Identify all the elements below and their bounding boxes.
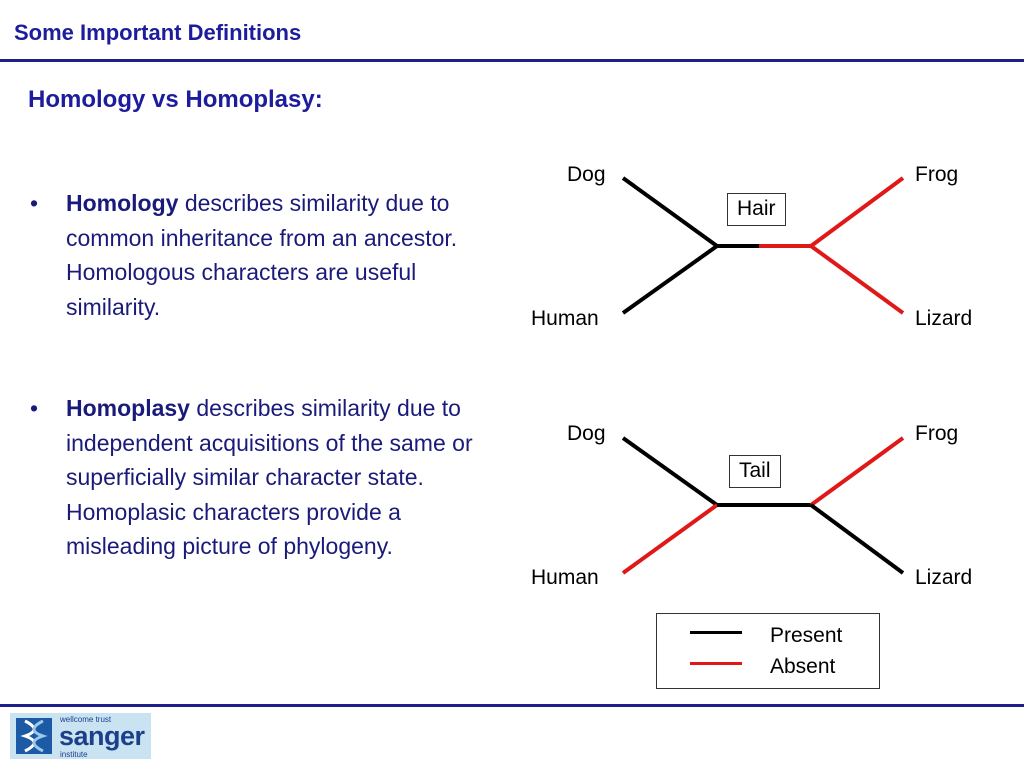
legend-swatch-absent xyxy=(690,662,742,665)
taxon-label-human: Human xyxy=(531,566,599,589)
bullet-text: describes similarity due to independent … xyxy=(66,395,473,559)
section-heading: Homology vs Homoplasy: xyxy=(28,86,323,113)
top-divider xyxy=(0,59,1024,62)
taxon-label-human: Human xyxy=(531,307,599,330)
legend-swatch-present xyxy=(690,631,742,634)
sanger-logo: wellcome trust sanger institute xyxy=(10,713,151,759)
bullet-text: describes similarity due to common inher… xyxy=(66,190,458,320)
branch-human xyxy=(621,503,719,575)
branch-lizard xyxy=(809,503,905,575)
bullet-marker: • xyxy=(30,395,39,421)
tree-tail xyxy=(621,436,905,575)
tree-hair xyxy=(621,176,905,315)
branch-frog xyxy=(809,436,905,507)
branch-lizard xyxy=(809,244,905,315)
taxon-label-dog: Dog xyxy=(567,422,606,445)
branch-dog xyxy=(621,176,719,248)
bullet-marker: • xyxy=(30,190,39,216)
bullet-term: Homoplasy xyxy=(66,395,190,421)
bullet-term: Homology xyxy=(66,190,179,216)
character-label-hair: Hair xyxy=(727,193,786,226)
legend-label-present: Present xyxy=(770,624,843,647)
logo-line2: sanger xyxy=(59,721,145,751)
dna-helix-icon xyxy=(16,718,52,754)
legend-label-absent: Absent xyxy=(770,655,836,678)
legend: Present Absent xyxy=(656,613,880,689)
character-label-tail: Tail xyxy=(729,455,781,488)
branch-human xyxy=(621,244,719,315)
branch-frog xyxy=(809,176,905,248)
taxon-label-lizard: Lizard xyxy=(915,307,973,330)
logo-line3: institute xyxy=(60,750,88,759)
bullet-homoplasy: • Homoplasy describes similarity due to … xyxy=(30,391,506,564)
bullet-homology: • Homology describes similarity due to c… xyxy=(30,186,506,324)
slide-title: Some Important Definitions xyxy=(14,20,302,45)
branch-dog xyxy=(621,436,719,507)
taxon-label-frog: Frog xyxy=(915,422,959,445)
logo-line1: wellcome trust xyxy=(60,715,112,724)
taxon-label-frog: Frog xyxy=(915,163,959,186)
taxon-label-dog: Dog xyxy=(567,163,606,186)
bottom-divider xyxy=(0,704,1024,707)
taxon-label-lizard: Lizard xyxy=(915,566,973,589)
